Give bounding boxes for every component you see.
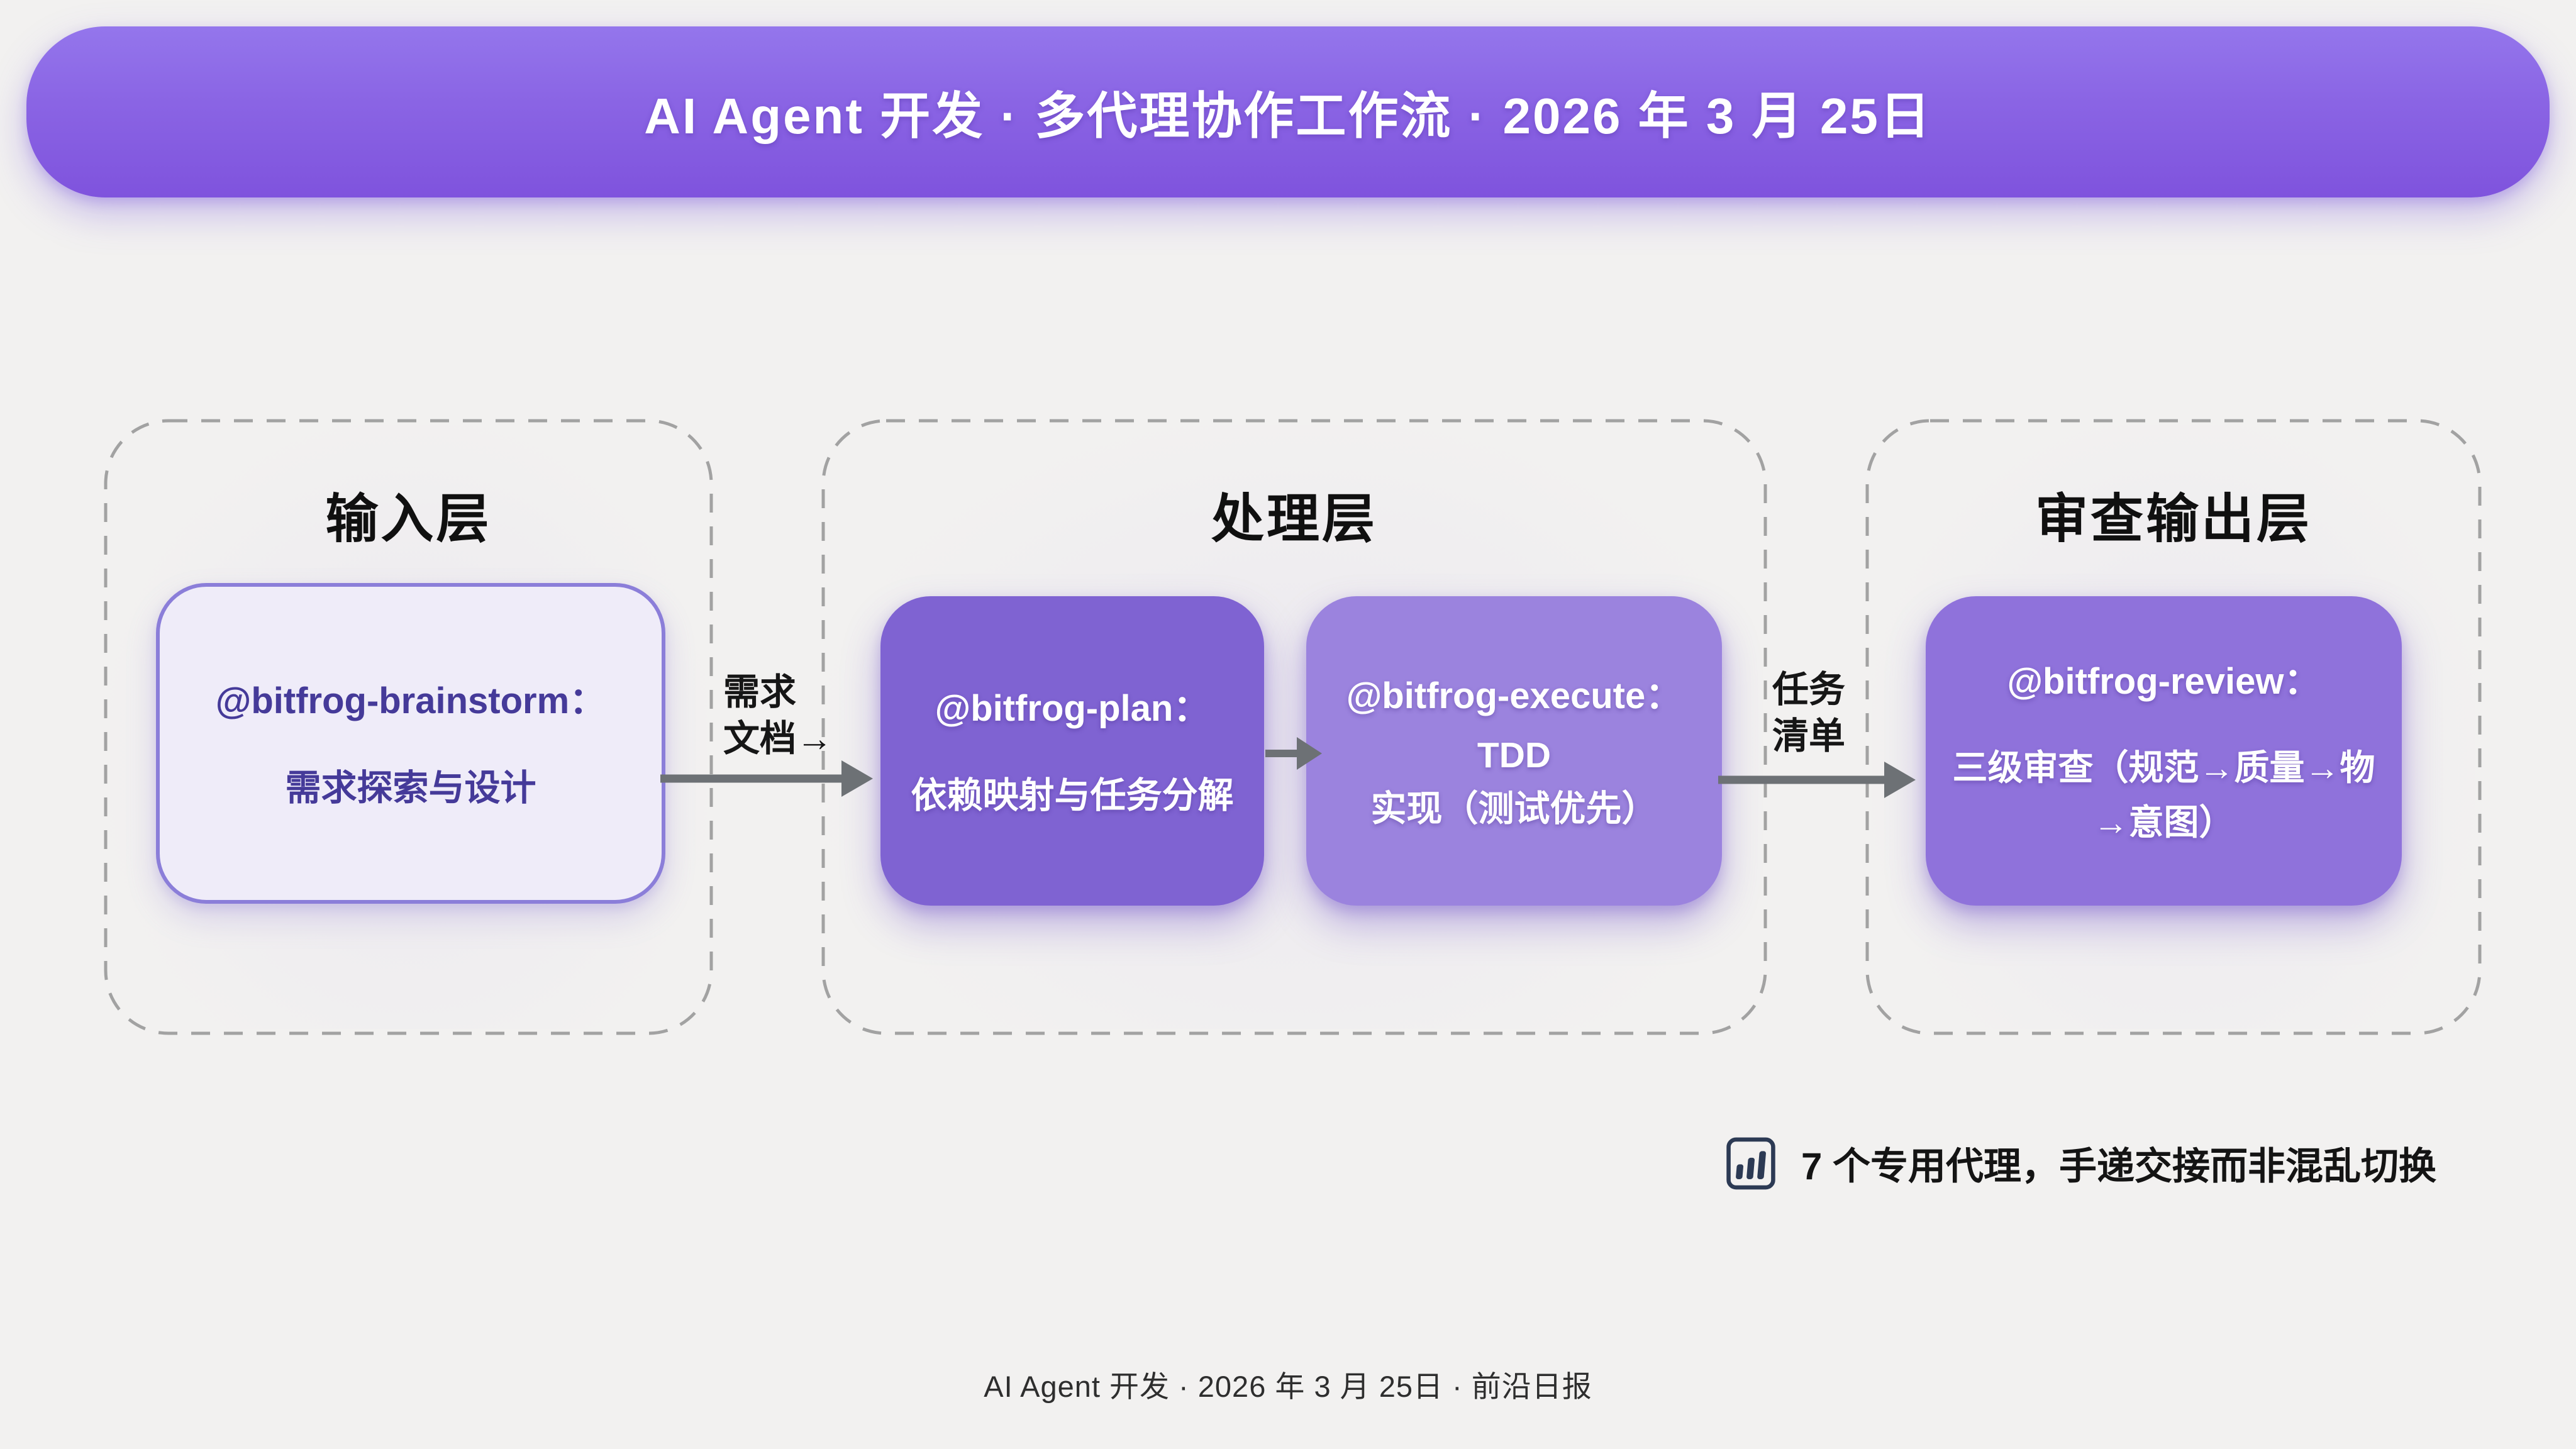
flow-label-task-list: 任务 清单 bbox=[1772, 669, 1846, 757]
agent-name: @bitfrog-review： bbox=[2007, 661, 2321, 702]
agent-name: @bitfrog-plan： bbox=[935, 687, 1210, 729]
layer-title-input: 输入层 bbox=[325, 489, 492, 548]
flow-arrow-plan-to-execute bbox=[1265, 737, 1322, 770]
agent-box-bitfrog-execute: @bitfrog-execute： TDD 实现（测试优先） bbox=[1306, 596, 1722, 906]
dashed-border bbox=[104, 419, 713, 1035]
agent-name: @bitfrog-brainstorm： bbox=[215, 680, 606, 721]
agent-box-bitfrog-review: @bitfrog-review： 三级审查（规范→质量→物 →意图） bbox=[1926, 596, 2402, 906]
agent-description: 依赖映射与任务分解 bbox=[911, 775, 1234, 816]
title-banner: AI Agent 开发 · 多代理协作工作流 · 2026 年 3 月 25日 bbox=[26, 26, 2550, 197]
agent-box-bitfrog-brainstorm: @bitfrog-brainstorm： 需求探索与设计 bbox=[156, 583, 665, 904]
bottom-caption: AI Agent 开发 · 2026 年 3 月 25日 · 前沿日报 bbox=[984, 1370, 1592, 1403]
agent-description: 三级审查（规范→质量→物 →意图） bbox=[1952, 748, 2375, 842]
layer-title-processing: 处理层 bbox=[1211, 489, 1377, 548]
dashed-border bbox=[1865, 419, 2482, 1035]
agent-description: TDD 实现（测试优先） bbox=[1370, 735, 1658, 830]
agent-box-bitfrog-plan: @bitfrog-plan： 依赖映射与任务分解 bbox=[880, 596, 1264, 906]
footnote-text: 7 个专用代理，手递交接而非混乱切换 bbox=[1801, 1145, 2437, 1187]
flow-arrow-input-to-plan bbox=[660, 760, 873, 797]
page-title: AI Agent 开发 · 多代理协作工作流 · 2026 年 3 月 25日 bbox=[644, 88, 1932, 144]
bar-chart-icon bbox=[1726, 1137, 1775, 1189]
layer-title-review-output: 审查输出层 bbox=[2035, 489, 2312, 548]
footnote: 7 个专用代理，手递交接而非混乱切换 bbox=[1724, 1136, 2436, 1191]
agent-description: 需求探索与设计 bbox=[285, 767, 536, 808]
flow-label-requirements-doc: 需求 文档→ bbox=[723, 672, 833, 759]
dashed-border bbox=[821, 419, 1767, 1035]
agent-name: @bitfrog-execute： bbox=[1346, 675, 1682, 716]
flow-arrow-execute-to-review bbox=[1718, 762, 1916, 798]
